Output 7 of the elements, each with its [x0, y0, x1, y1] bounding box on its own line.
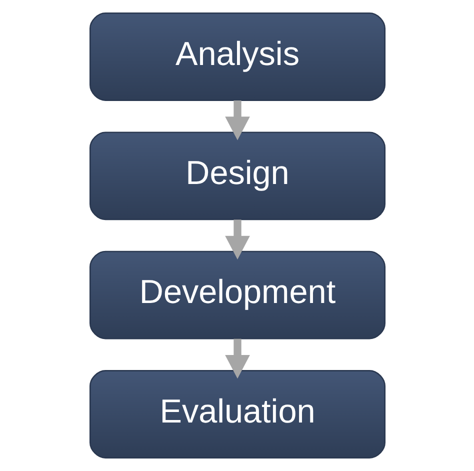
node-box: Design	[88, 132, 386, 220]
arrow	[224, 100, 250, 140]
arrow	[224, 338, 250, 379]
node-box: Evaluation	[88, 370, 386, 458]
node-box: Analysis	[88, 12, 386, 101]
arrow	[224, 220, 250, 260]
node-box: Development	[88, 250, 386, 340]
